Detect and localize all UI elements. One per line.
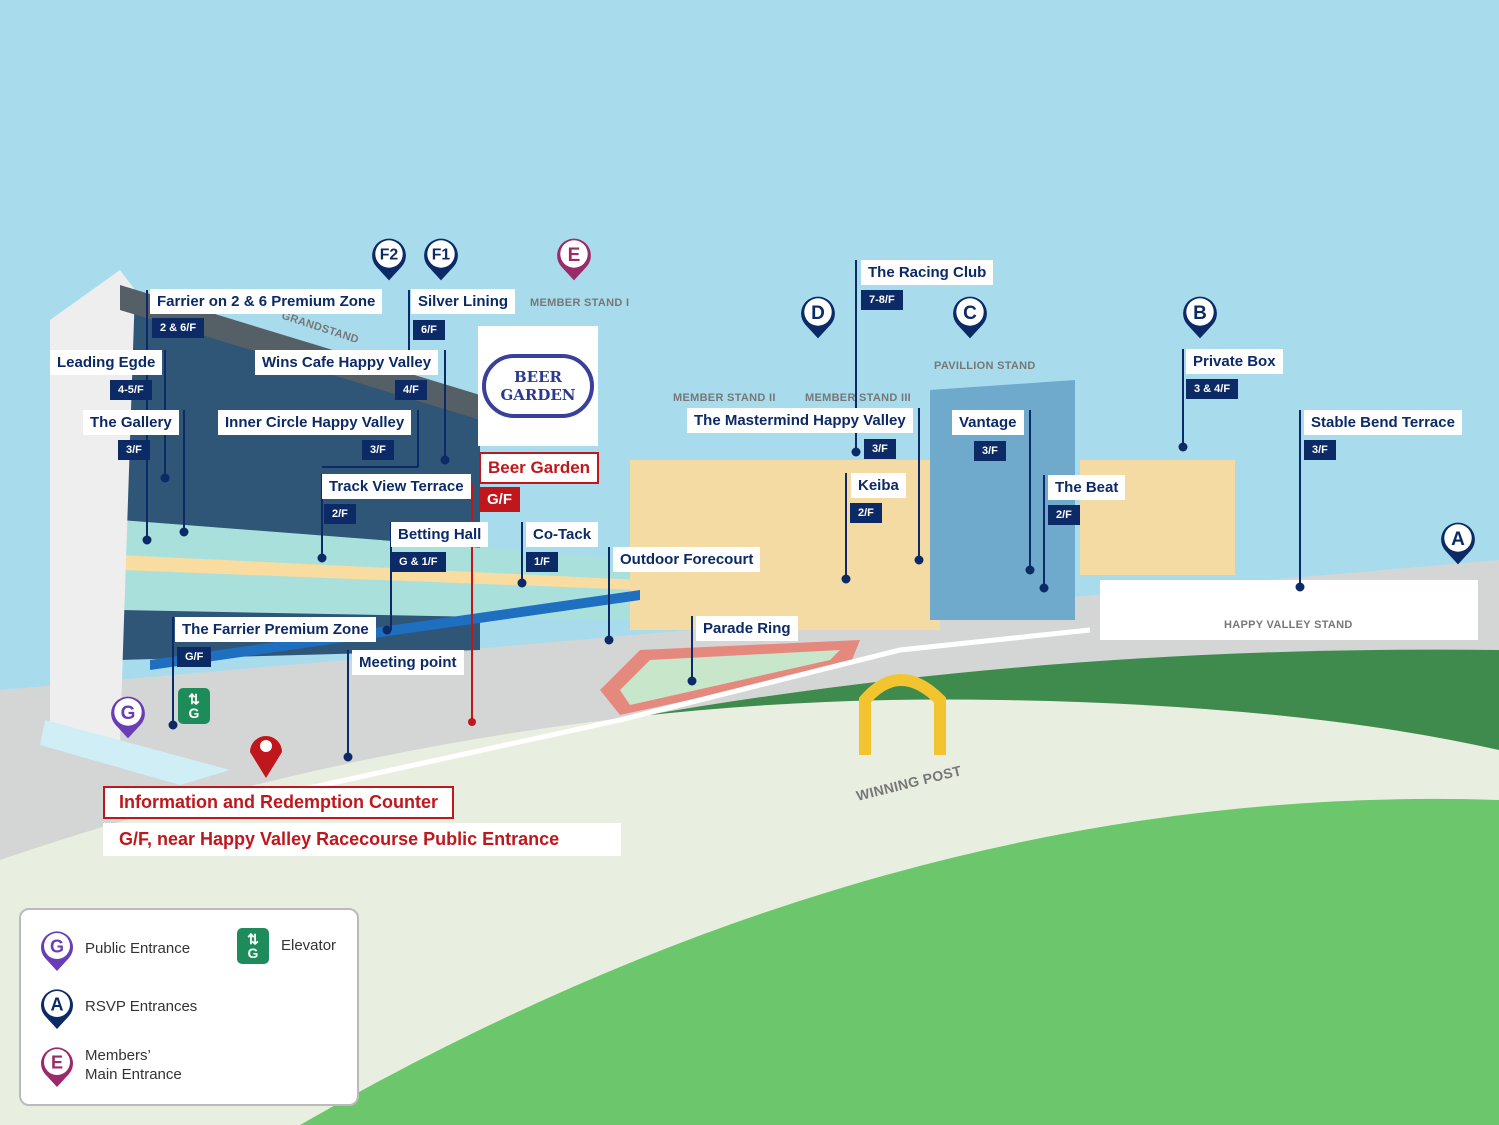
- svg-text:G: G: [121, 703, 136, 724]
- svg-text:D: D: [811, 303, 825, 324]
- entrance-pin-e-icon[interactable]: E: [555, 235, 591, 281]
- floor-tag: 3 & 4/F: [1186, 379, 1239, 399]
- svg-text:F2: F2: [380, 247, 399, 264]
- info-counter-title[interactable]: Information and Redemption Counter: [103, 786, 454, 819]
- venue-co-tack[interactable]: Co-Tack: [526, 522, 599, 547]
- floor-tag: 7-8/F: [861, 290, 903, 310]
- floor-tag: 2/F: [1048, 505, 1080, 525]
- floor-tag: 3/F: [974, 441, 1006, 461]
- svg-text:E: E: [568, 245, 581, 266]
- entrance-pin-b-icon[interactable]: B: [1181, 293, 1217, 339]
- venue-stable-bend-terrace[interactable]: Stable Bend Terrace: [1304, 410, 1462, 435]
- floor-tag: G/F: [479, 487, 520, 512]
- venue-the-gallery[interactable]: The Gallery: [83, 410, 179, 435]
- entrance-pin-f1-icon[interactable]: F1: [422, 235, 458, 281]
- floor-tag: 3/F: [1304, 440, 1336, 460]
- floor-tag: 2/F: [324, 504, 356, 524]
- floor-tag: 1/F: [526, 552, 558, 572]
- venue-racing-club[interactable]: The Racing Club: [861, 260, 994, 285]
- svg-text:A: A: [51, 994, 64, 1014]
- floor-tag: G & 1/F: [391, 552, 446, 572]
- venue-beer-garden[interactable]: Beer Garden: [479, 452, 600, 484]
- venue-farrier-2-6[interactable]: Farrier on 2 & 6 Premium Zone: [150, 289, 383, 314]
- entrance-pin-a-icon[interactable]: A: [1439, 519, 1475, 565]
- floor-tag: 4-5/F: [110, 380, 152, 400]
- venue-private-box[interactable]: Private Box: [1186, 349, 1283, 374]
- floor-tag: 3/F: [118, 440, 150, 460]
- venue-wins-cafe[interactable]: Wins Cafe Happy Valley: [255, 350, 439, 375]
- svg-text:B: B: [1193, 303, 1207, 324]
- venue-the-beat[interactable]: The Beat: [1048, 475, 1126, 500]
- building-member-stand-2: MEMBER STAND II: [673, 392, 776, 404]
- building-member-stand-1: MEMBER STAND I: [530, 297, 630, 309]
- venue-parade-ring[interactable]: Parade Ring: [696, 616, 798, 641]
- venue-silver-lining[interactable]: Silver Lining: [411, 289, 516, 314]
- beer-garden-logo: BEER GARDEN: [478, 326, 598, 446]
- svg-text:E: E: [51, 1052, 63, 1072]
- floor-tag: 3/F: [362, 440, 394, 460]
- floor-tag: 4/F: [395, 380, 427, 400]
- legend-elevator: Elevator: [281, 937, 337, 954]
- svg-text:F1: F1: [432, 247, 451, 264]
- legend-elevator-icon: ⇅G: [237, 928, 269, 964]
- legend-public-entrance: Public Entrance: [85, 940, 191, 957]
- legend-rsvp-icon: A: [39, 986, 75, 1036]
- elevator-icon: ⇅G: [178, 688, 210, 724]
- legend: G Public Entrance ⇅G Elevator A RSVP Ent…: [19, 908, 359, 1106]
- venue-meeting-point[interactable]: Meeting point: [352, 650, 464, 675]
- entrance-pin-f2-icon[interactable]: F2: [370, 235, 406, 281]
- floor-tag: 2 & 6/F: [152, 318, 205, 338]
- venue-vantage[interactable]: Vantage: [952, 410, 1024, 435]
- entrance-pin-d-icon[interactable]: D: [799, 293, 835, 339]
- building-happy-valley-stand: HAPPY VALLEY STAND: [1224, 619, 1353, 631]
- svg-text:C: C: [963, 303, 977, 324]
- building-pavillion-stand: PAVILLION STAND: [934, 360, 1036, 372]
- svg-text:A: A: [1451, 529, 1465, 550]
- legend-members-icon: E: [39, 1044, 75, 1094]
- venue-betting-hall[interactable]: Betting Hall: [391, 522, 489, 547]
- legend-rsvp: RSVP Entrances: [85, 998, 198, 1015]
- entrance-pin-c-icon[interactable]: C: [951, 293, 987, 339]
- floor-tag: 2/F: [850, 503, 882, 523]
- venue-track-view-terrace[interactable]: Track View Terrace: [322, 474, 471, 499]
- floor-tag: 6/F: [413, 320, 445, 340]
- building-member-stand-3: MEMBER STAND III: [805, 392, 912, 404]
- entrance-pin-g-icon[interactable]: G: [109, 693, 145, 739]
- venue-keiba[interactable]: Keiba: [851, 473, 906, 498]
- svg-text:G: G: [50, 936, 64, 956]
- legend-members: Members’ Main Entrance: [85, 1047, 182, 1083]
- venue-inner-circle[interactable]: Inner Circle Happy Valley: [218, 410, 412, 435]
- floor-tag: 3/F: [864, 439, 896, 459]
- floor-tag: G/F: [177, 647, 212, 667]
- venue-farrier-premium-zone[interactable]: The Farrier Premium Zone: [175, 617, 376, 642]
- venue-outdoor-forecourt[interactable]: Outdoor Forecourt: [613, 547, 761, 572]
- venue-leading-edge[interactable]: Leading Egde: [50, 350, 163, 375]
- venue-mastermind[interactable]: The Mastermind Happy Valley: [687, 408, 913, 433]
- info-counter-subtitle: G/F, near Happy Valley Racecourse Public…: [103, 823, 621, 856]
- legend-public-entrance-icon: G: [39, 928, 75, 978]
